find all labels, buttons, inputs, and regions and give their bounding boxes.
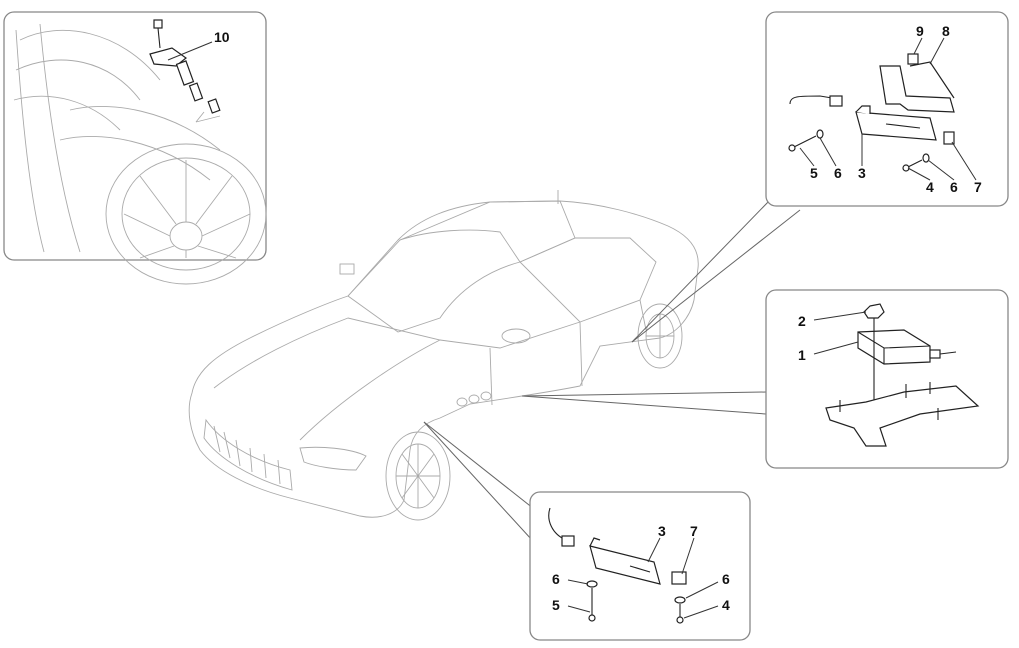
front-antenna-panel: 3 7 6 5 6 4 — [529, 491, 751, 641]
label-bracket-nut: 9 — [916, 23, 924, 39]
label-screw: 5 — [810, 165, 818, 181]
label-washer-right: 6 — [950, 179, 958, 195]
label-washer-left: 6 — [834, 165, 842, 181]
label-nut: 2 — [798, 313, 806, 329]
connector-line-control-unit-b — [521, 395, 767, 415]
connector-line-rear-antenna-a — [631, 199, 771, 343]
connector-line-control-unit-a — [521, 391, 767, 397]
label-front-washer-left: 6 — [552, 571, 560, 587]
label-front-antenna: 3 — [658, 523, 666, 539]
wheel-sensor-panel: 10 — [3, 11, 267, 285]
connector-line-rear-antenna-b — [631, 209, 801, 343]
label-screw-right: 4 — [926, 179, 934, 195]
rear-antenna-panel: 9 8 5 6 3 4 6 7 — [765, 11, 1009, 207]
label-front-screw-right: 4 — [722, 597, 730, 613]
label-front-washer-right: 6 — [722, 571, 730, 587]
label-ecu: 1 — [798, 347, 806, 363]
control-unit-panel: 2 1 — [765, 289, 1009, 469]
label-valve-sensor: 10 — [214, 29, 230, 45]
car-illustration — [188, 190, 699, 521]
connector-line-front-antenna-b — [423, 421, 549, 521]
label-front-clip: 7 — [690, 523, 698, 539]
label-bracket: 8 — [942, 23, 950, 39]
label-clip: 7 — [974, 179, 982, 195]
label-antenna: 3 — [858, 165, 866, 181]
connector-line-front-antenna-a — [423, 421, 533, 541]
label-front-screw-left: 5 — [552, 597, 560, 613]
